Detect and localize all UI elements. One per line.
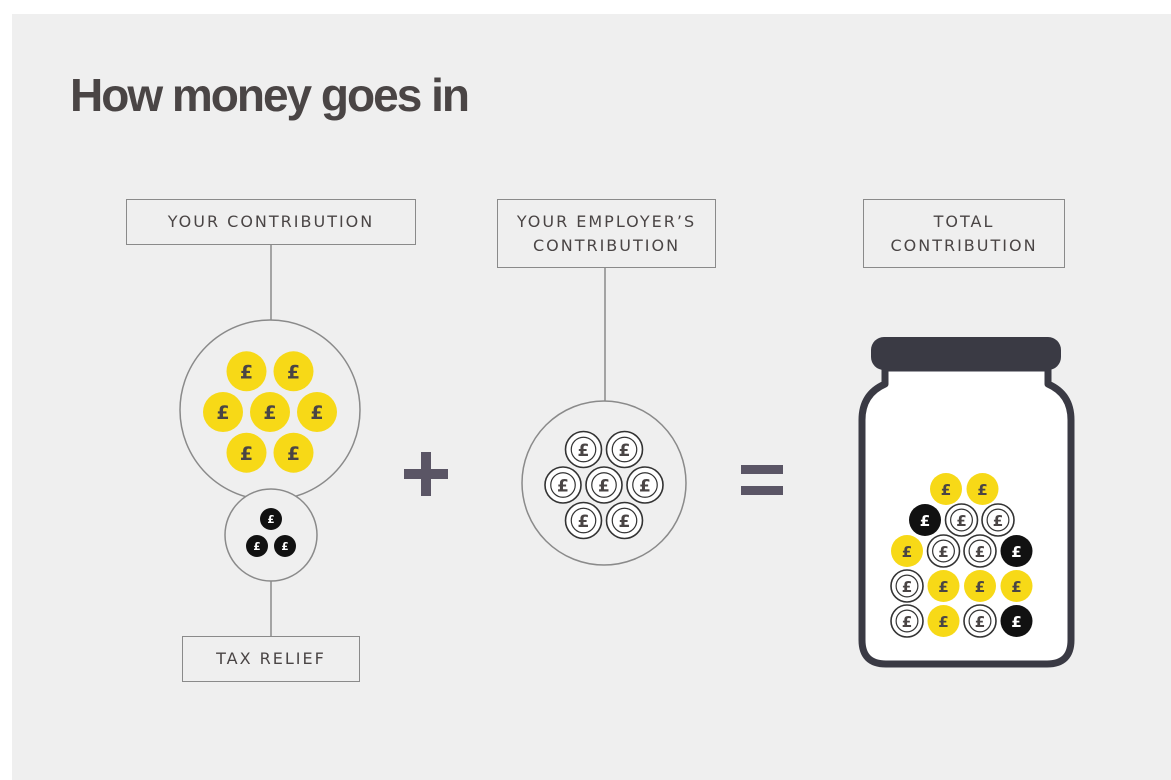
plus-operator: + — [404, 452, 448, 496]
pound-symbol: £ — [975, 578, 986, 596]
pound-symbol: £ — [1011, 543, 1022, 561]
employer-contribution-coin: £ — [585, 466, 623, 504]
pound-symbol: £ — [267, 514, 274, 526]
your-contribution-coin: £ — [226, 351, 267, 392]
pound-symbol: £ — [639, 476, 651, 496]
pound-symbol: £ — [902, 613, 913, 631]
pound-symbol: £ — [253, 541, 260, 553]
pound-symbol: £ — [938, 543, 949, 561]
pound-symbol: £ — [938, 578, 949, 596]
jar-coin: £ — [963, 604, 997, 638]
tax-relief-label-box: TAX RELIEF — [182, 636, 360, 682]
pound-symbol: £ — [310, 402, 323, 424]
jar-lid — [871, 337, 1061, 370]
jar-coin: £ — [1000, 570, 1033, 602]
tax-relief-circle — [224, 488, 318, 582]
pound-symbol: £ — [216, 402, 229, 424]
tax-relief-coin: £ — [274, 535, 296, 557]
your-contribution-coin: £ — [226, 432, 267, 473]
pound-symbol: £ — [281, 541, 288, 553]
employer-contribution-coin: £ — [544, 466, 582, 504]
pound-symbol: £ — [240, 443, 253, 465]
pound-symbol: £ — [578, 512, 590, 532]
tax-relief-coin: £ — [260, 508, 282, 530]
pound-symbol: £ — [938, 613, 949, 631]
employer-contribution-coin: £ — [564, 430, 603, 469]
pound-symbol: £ — [578, 441, 590, 461]
jar-coin: £ — [909, 504, 941, 536]
pound-symbol: £ — [941, 481, 952, 499]
pound-symbol: £ — [902, 543, 913, 561]
your-contribution-label-box: YOUR CONTRIBUTION — [126, 199, 416, 245]
pound-symbol: £ — [902, 578, 913, 596]
your-contribution-coin: £ — [297, 392, 337, 432]
pound-symbol: £ — [956, 512, 967, 530]
employer-contribution-coin: £ — [564, 501, 603, 540]
pound-symbol: £ — [287, 361, 300, 383]
your-contribution-coin: £ — [273, 432, 314, 473]
your-contribution-coin: £ — [203, 392, 243, 432]
jar-coin: £ — [981, 503, 1015, 537]
employer-contribution-coin: £ — [605, 501, 644, 540]
employer-contribution-label: YOUR EMPLOYER’S CONTRIBUTION — [516, 211, 697, 255]
pound-symbol: £ — [287, 443, 300, 465]
total-contribution-label-box: TOTAL CONTRIBUTION — [863, 199, 1065, 268]
pound-symbol: £ — [1011, 578, 1022, 596]
jar-coin: £ — [930, 473, 962, 505]
pound-symbol: £ — [240, 361, 253, 383]
your-contribution-label: YOUR CONTRIBUTION — [167, 212, 375, 231]
pound-symbol: £ — [619, 441, 631, 461]
jar-coin: £ — [963, 534, 997, 568]
pound-symbol: £ — [975, 543, 986, 561]
jar-coin: £ — [926, 534, 961, 568]
equals-operator: = — [741, 465, 783, 495]
pound-symbol: £ — [993, 512, 1004, 530]
page-title: How money goes in — [70, 69, 470, 121]
employer-contribution-coin: £ — [626, 466, 664, 504]
pound-symbol: £ — [619, 512, 631, 532]
tax-relief-coin: £ — [246, 535, 268, 557]
jar-coin: £ — [944, 503, 979, 537]
pound-symbol: £ — [977, 481, 988, 499]
total-contribution-label: TOTAL CONTRIBUTION — [890, 211, 1038, 255]
your-contribution-coin: £ — [250, 392, 290, 432]
employer-contribution-coin: £ — [605, 430, 644, 469]
jar-coin: £ — [927, 605, 960, 637]
jar-coin: £ — [964, 570, 996, 602]
jar-coin: £ — [891, 535, 923, 567]
jar-coin: £ — [1000, 535, 1033, 567]
pound-symbol: £ — [920, 512, 931, 530]
jar-coin: £ — [1000, 605, 1033, 637]
employer-contribution-label-box: YOUR EMPLOYER’S CONTRIBUTION — [497, 199, 716, 268]
jar-coin: £ — [966, 473, 999, 505]
pound-symbol: £ — [1011, 613, 1022, 631]
pound-symbol: £ — [557, 476, 569, 496]
pound-symbol: £ — [975, 613, 986, 631]
jar-coin: £ — [890, 569, 924, 603]
tax-relief-label: TAX RELIEF — [216, 649, 326, 668]
pound-symbol: £ — [263, 402, 276, 424]
coins-layer: ££££££££££££££££££££££££££££££££££ — [203, 351, 1033, 638]
jar-coin: £ — [927, 570, 960, 602]
jar-coin: £ — [890, 604, 924, 638]
pound-symbol: £ — [598, 476, 610, 496]
your-contribution-coin: £ — [273, 351, 314, 392]
